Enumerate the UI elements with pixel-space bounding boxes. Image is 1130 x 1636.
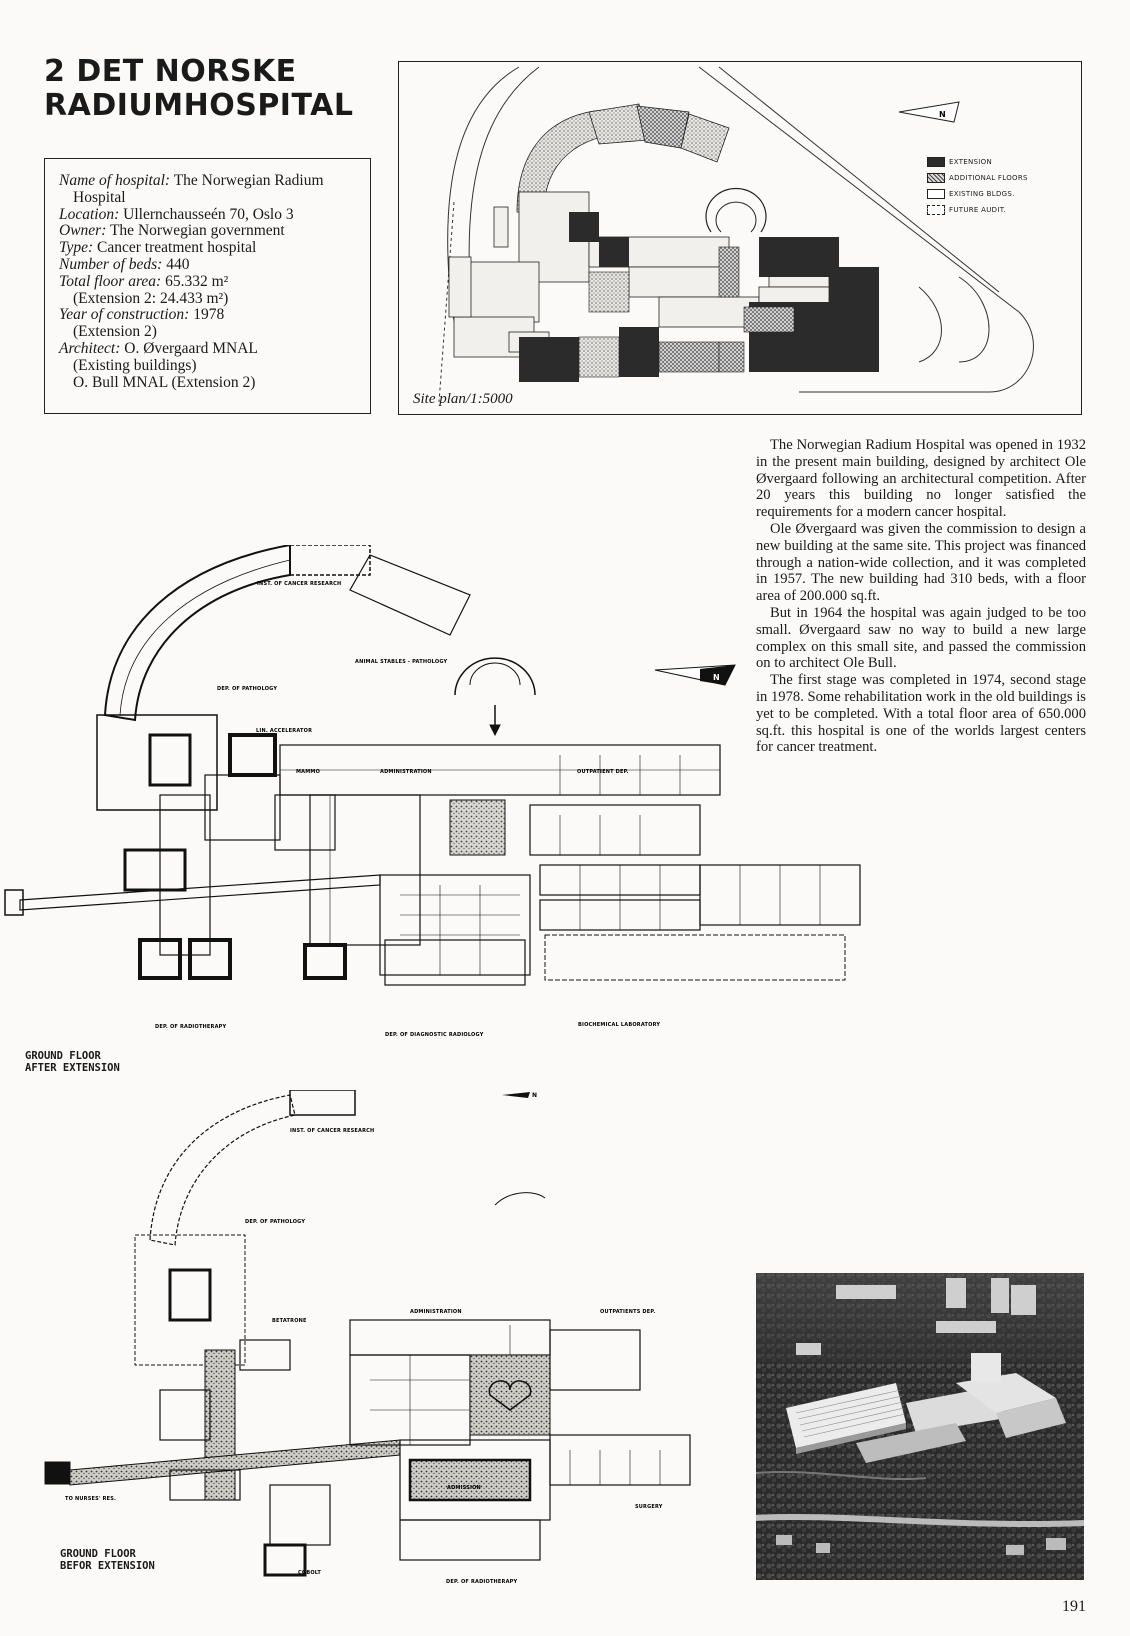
label-research: INST. OF CANCER RESEARCH (257, 581, 341, 587)
caption-before-extension: GROUND FLOOR BEFOR EXTENSION (60, 1548, 155, 1572)
label-before-research: INST. OF CANCER RESEARCH (290, 1128, 374, 1134)
info-area-ext: (Extension 2: 24.433 m²) (73, 289, 229, 307)
label-pathology: DEP. OF PATHOLOGY (217, 686, 277, 692)
paragraph-1: The Norwegian Radium Hospital was opened… (756, 437, 1086, 521)
title-line-1: 2 DET NORSKE (44, 54, 297, 89)
floor-plan-before-extension: N INST. OF CANCER RESEARCH DEP. OF PATHO… (40, 1090, 730, 1595)
label-stables: ANIMAL STABLES - PATHOLOGY (355, 659, 448, 665)
aerial-photo (756, 1273, 1084, 1580)
info-year-ext: (Extension 2) (73, 323, 157, 341)
legend-existing: EXISTING BLDGS. (927, 186, 1028, 202)
legend-extension: EXTENSION (927, 154, 1028, 170)
label-before-admission: ADMISSION (447, 1485, 481, 1491)
label-before-cobolt: COBOLT (298, 1570, 321, 1576)
hospital-info-box: Name of hospital: The Norwegian Radium H… (44, 158, 371, 414)
paragraph-4: The first stage was completed in 1974, s… (756, 672, 1086, 756)
info-area: Total floor area: 65.332 m² (59, 272, 229, 290)
label-radiotherapy: DEP. OF RADIOTHERAPY (155, 1024, 227, 1030)
caption-after-extension: GROUND FLOOR AFTER EXTENSION (25, 1050, 120, 1074)
label-outpatient: OUTPATIENT DEP. (577, 769, 629, 775)
page-title: 2 DET NORSKE RADIUMHOSPITAL (44, 55, 353, 123)
info-architect: Architect: O. Øvergaard MNAL (59, 339, 258, 357)
label-before-radiotherapy: DEP. OF RADIOTHERAPY (446, 1579, 518, 1585)
site-plan-legend: EXTENSION ADDITIONAL FLOORS EXISTING BLD… (927, 154, 1028, 218)
site-north-label: N (939, 110, 946, 119)
site-plan-drawing: N (438, 66, 1034, 403)
title-line-2: RADIUMHOSPITAL (44, 88, 354, 123)
info-name-cont: Hospital (73, 188, 126, 206)
label-before-pathology: DEP. OF PATHOLOGY (245, 1219, 305, 1225)
info-architect-note: (Existing buildings) (73, 356, 197, 374)
plan-before-north-label: N (532, 1092, 537, 1099)
paragraph-3: But in 1964 the hospital was again judge… (756, 604, 1086, 672)
info-year: Year of construction: 1978 (59, 306, 225, 324)
info-location: Location: Ullernchausseén 70, Oslo 3 (59, 205, 294, 223)
label-diagnostic: DEP. OF DIAGNOSTIC RADIOLOGY (385, 1032, 484, 1038)
label-mammo: MAMMO (296, 769, 320, 775)
site-plan-caption: Site plan/1:5000 (413, 391, 513, 407)
info-owner: Owner: The Norwegian government (59, 222, 285, 240)
label-before-betatrone: BETATRONE (272, 1318, 307, 1324)
page-number: 191 (1062, 1598, 1086, 1615)
label-before-outpatients: OUTPATIENTS DEP. (600, 1309, 655, 1315)
plan-after-north-label: N (713, 673, 720, 682)
info-architect-2: O. Bull MNAL (Extension 2) (73, 373, 256, 391)
article-text: The Norwegian Radium Hospital was opened… (756, 437, 1086, 756)
label-biochem: BIOCHEMICAL LABORATORY (578, 1022, 660, 1028)
label-administration: ADMINISTRATION (380, 769, 432, 775)
info-beds: Number of beds: 440 (59, 255, 190, 273)
paragraph-2: Ole Øvergaard was given the commission t… (756, 520, 1086, 605)
legend-additional-floors: ADDITIONAL FLOORS (927, 170, 1028, 186)
label-before-nurses: TO NURSES' RES. (65, 1496, 116, 1502)
site-plan: N EXTENSION ADDITIONAL FLOORS EXISTING B… (398, 61, 1082, 415)
floor-plan-after-extension: N INST. OF CANCER RESEARCH ANIMAL STABLE… (0, 545, 880, 1050)
info-name: Name of hospital: The Norwegian Radium (59, 172, 324, 189)
label-before-admin: ADMINISTRATION (410, 1309, 462, 1315)
info-type: Type: Cancer treatment hospital (59, 239, 257, 257)
label-accelerator: LIN. ACCELERATOR (256, 728, 312, 734)
label-before-surgery: SURGERY (635, 1504, 663, 1510)
legend-future: FUTURE AUDIT. (927, 202, 1028, 218)
